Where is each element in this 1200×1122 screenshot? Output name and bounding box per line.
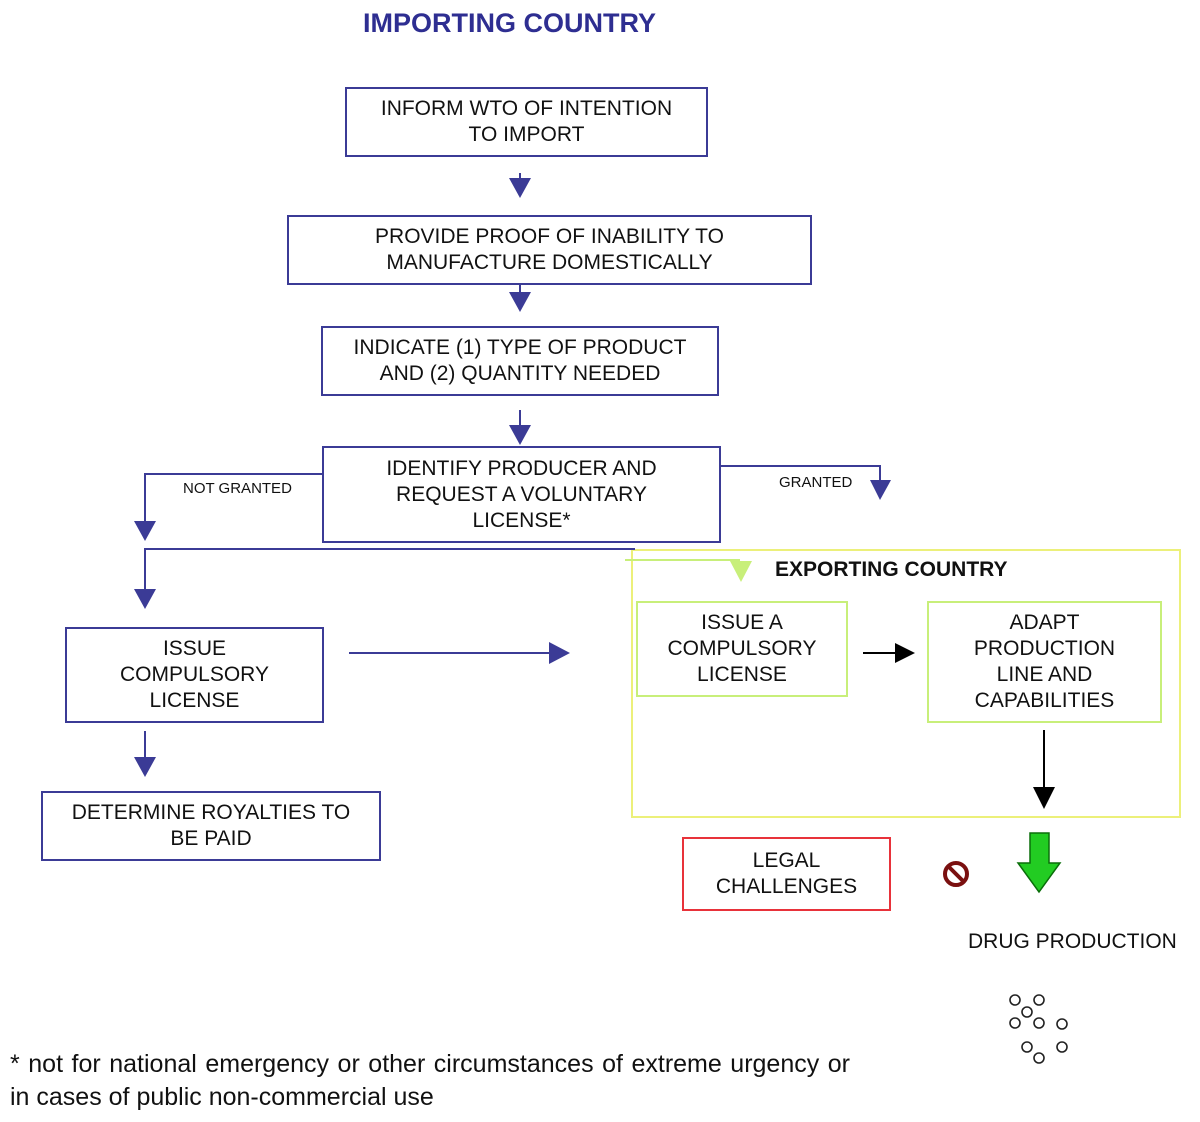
no-entry-icon [943,861,969,887]
arrow-not-granted [144,473,322,524]
step-determine-royalties: DETERMINE ROYALTIES TO BE PAID [41,791,381,861]
arrow-into-exporting-head [730,561,752,582]
footnote: * not for national emergency or other ci… [10,1050,850,1111]
importing-country-title: IMPORTING COUNTRY [363,8,656,38]
step-identify-producer: IDENTIFY PRODUCER AND REQUEST A VOLUNTAR… [322,446,721,543]
drug-production-label: DRUG PRODUCTION [968,930,1177,953]
label-not-granted: NOT GRANTED [183,480,292,497]
legal-challenges-box: LEGAL CHALLENGES [682,837,891,911]
step-provide-proof: PROVIDE PROOF OF INABILITY TO MANUFACTUR… [287,215,812,285]
arrow-to-issue-compulsory [144,548,635,592]
step-issue-compulsory-license: ISSUE COMPULSORY LICENSE [65,627,324,723]
step-adapt-production: ADAPT PRODUCTION LINE AND CAPABILITIES [927,601,1162,723]
pills-icon [1009,994,1068,1064]
step-export-issue-compulsory-license: ISSUE A COMPULSORY LICENSE [636,601,848,697]
exporting-country-frame [631,549,1181,818]
label-granted: GRANTED [779,474,853,491]
step-indicate-product-quantity: INDICATE (1) TYPE OF PRODUCT AND (2) QUA… [321,326,719,396]
step-inform-wto: INFORM WTO OF INTENTION TO IMPORT [345,87,708,157]
exporting-country-title: EXPORTING COUNTRY [775,558,1008,581]
arrow-granted [720,465,881,482]
drug-production-arrow [1016,832,1062,894]
